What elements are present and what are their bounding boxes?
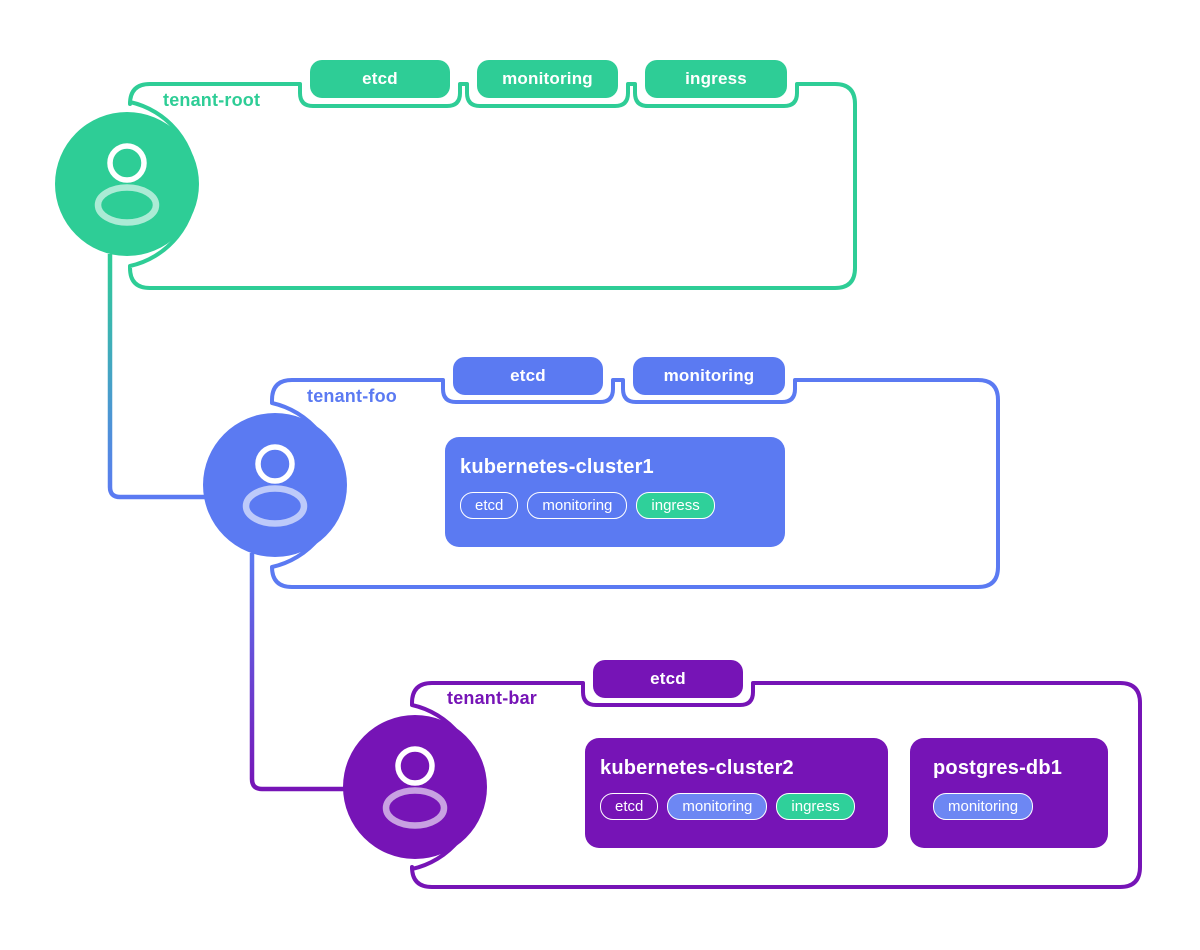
tenant-foo-avatar: [203, 413, 347, 557]
pill-ingress: ingress: [776, 793, 855, 820]
resource-pills: etcd monitoring ingress: [600, 793, 873, 820]
pill-etcd: etcd: [460, 492, 519, 519]
user-icon: [382, 746, 448, 829]
tenant-bar-label: tenant-bar: [447, 688, 538, 708]
resource-pills: etcd monitoring ingress: [460, 492, 770, 519]
user-body-icon: [382, 787, 448, 829]
tenant-root-tab-etcd: etcd: [310, 60, 450, 98]
pill-monitoring: monitoring: [933, 793, 1034, 820]
user-head-icon: [255, 444, 295, 484]
pill-monitoring: monitoring: [667, 793, 768, 820]
user-head-icon: [395, 746, 435, 786]
resource-kubernetes-cluster2: kubernetes-cluster2 etcd monitoring ingr…: [585, 738, 888, 848]
resource-kubernetes-cluster1: kubernetes-cluster1 etcd monitoring ingr…: [445, 437, 785, 547]
tenant-bar-avatar: [343, 715, 487, 859]
resource-title: postgres-db1: [933, 757, 1063, 779]
user-body-icon: [94, 184, 160, 226]
tenant-bar-tab-etcd: etcd: [593, 660, 743, 698]
resource-postgres-db1: postgres-db1 monitoring: [910, 738, 1108, 848]
resource-pills: monitoring: [933, 793, 1093, 820]
tenant-foo-tab-monitoring: monitoring: [633, 357, 785, 395]
connector-root-to-foo: [107, 254, 207, 500]
tenant-root-avatar: [55, 112, 199, 256]
pill-monitoring: monitoring: [527, 492, 628, 519]
user-icon: [242, 444, 308, 527]
tenant-root-tab-monitoring: monitoring: [477, 60, 618, 98]
pill-etcd: etcd: [600, 793, 659, 820]
resource-title: kubernetes-cluster1: [460, 456, 654, 478]
tenant-foo-tab-etcd: etcd: [453, 357, 603, 395]
user-body-icon: [242, 485, 308, 527]
tenant-root-label: tenant-root: [163, 90, 261, 110]
connector-foo-to-bar: [249, 553, 347, 792]
user-icon: [94, 143, 160, 226]
tenant-foo-label: tenant-foo: [307, 386, 397, 406]
resource-title: kubernetes-cluster2: [600, 757, 794, 779]
pill-ingress: ingress: [636, 492, 715, 519]
tenant-root-outline: [128, 82, 857, 290]
user-head-icon: [107, 143, 147, 183]
tenant-root-tab-ingress: ingress: [645, 60, 787, 98]
